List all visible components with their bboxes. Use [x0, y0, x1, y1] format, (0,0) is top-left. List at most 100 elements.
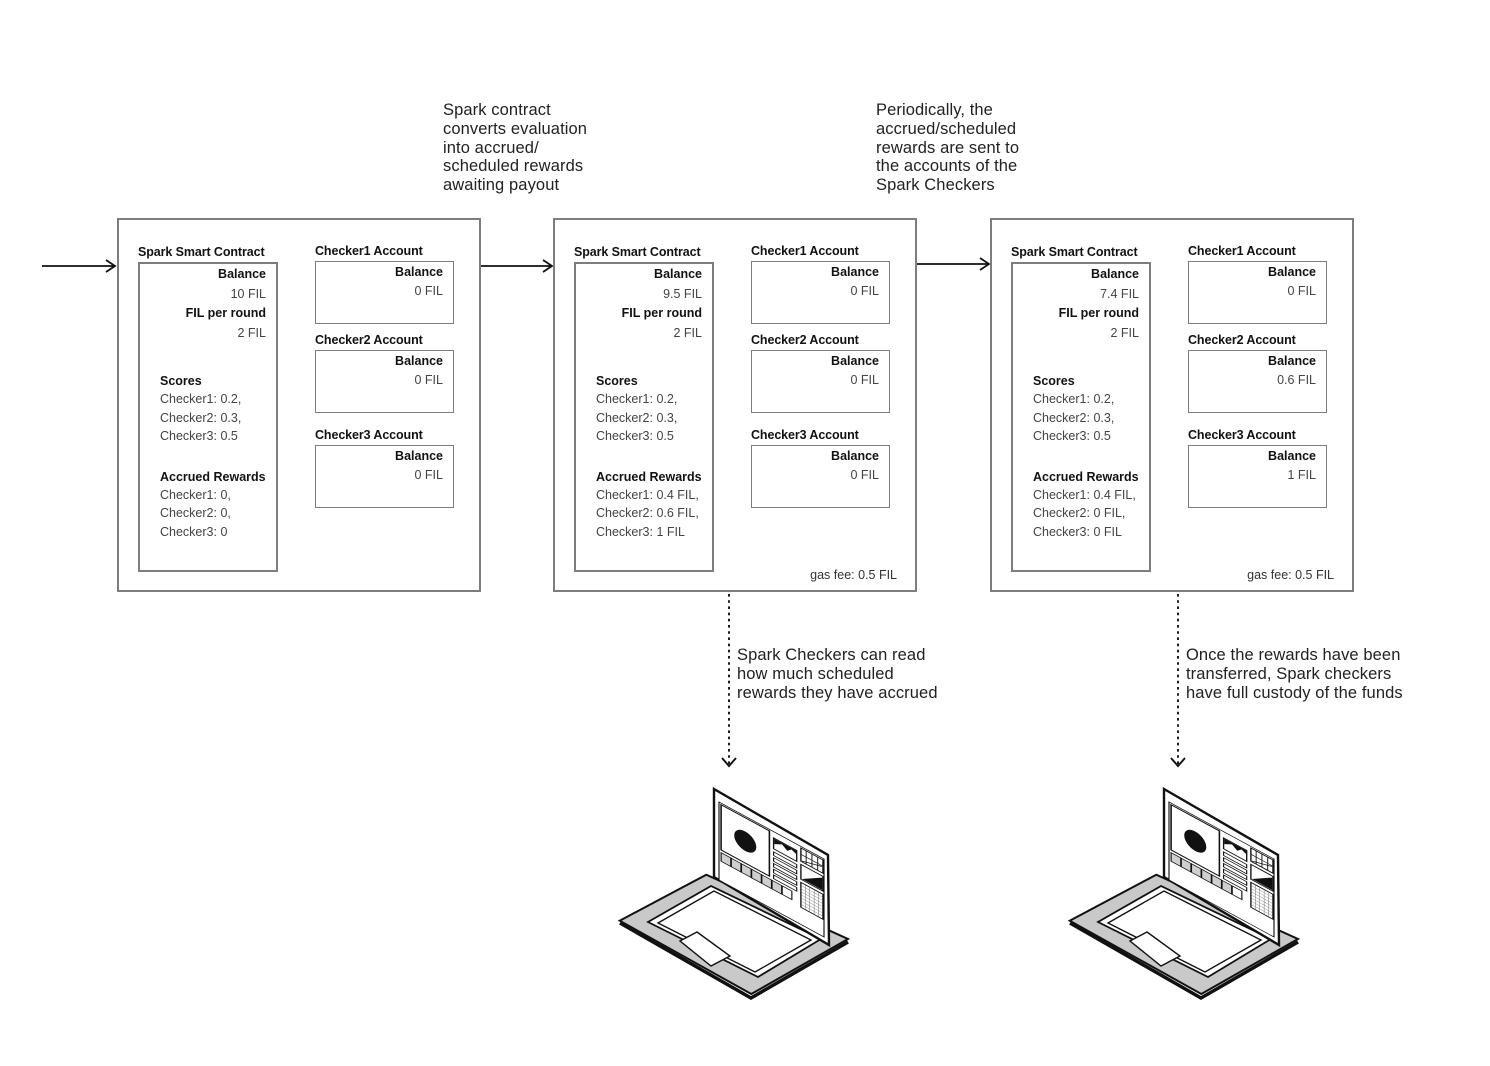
balance-label: Balance	[218, 267, 266, 281]
contract-balances: Balance 7.4 FIL FIL per round 2 FIL	[1059, 265, 1139, 343]
score-item: Checker1: 0.2,	[1033, 392, 1115, 407]
balance-value: 0.6 FIL	[1277, 372, 1316, 387]
round-panel-3: Spark Smart Contract Balance 7.4 FIL FIL…	[990, 218, 1354, 592]
arrow-right-icon	[42, 259, 117, 273]
balance-label: Balance	[395, 265, 443, 279]
contract-balances: Balance 10 FIL FIL per round 2 FIL	[186, 265, 266, 343]
balance-value: 0 FIL	[414, 283, 444, 298]
contract-box: Balance 9.5 FIL FIL per round 2 FIL Scor…	[574, 262, 714, 572]
balance-value: 0 FIL	[850, 372, 880, 387]
account-title-checker2: Checker2 Account	[1188, 333, 1296, 347]
per-round-label: FIL per round	[1058, 306, 1139, 320]
account-title-checker1: Checker1 Account	[1188, 244, 1296, 258]
account-title-checker2: Checker2 Account	[751, 333, 859, 347]
accrued-item: Checker3: 0 FIL	[1033, 524, 1122, 539]
account-box-checker1: Balance 0 FIL	[751, 261, 890, 324]
account-box-checker2: Balance 0 FIL	[315, 350, 454, 413]
account-balance: Balance 0 FIL	[395, 352, 443, 389]
accrued-item: Checker2: 0.6 FIL,	[596, 506, 699, 521]
accrued-rewards-group: Accrued Rewards Checker1: 0, Checker2: 0…	[160, 468, 270, 542]
contract-title: Spark Smart Contract	[138, 245, 265, 259]
balance-label: Balance	[395, 449, 443, 463]
contract-title: Spark Smart Contract	[574, 245, 701, 259]
account-balance: Balance 0 FIL	[831, 447, 879, 484]
per-round-value: 2 FIL	[1110, 325, 1140, 340]
account-box-checker2: Balance 0 FIL	[751, 350, 890, 413]
gas-fee-note: gas fee: 0.5 FIL	[810, 568, 897, 582]
scores-label: Scores	[160, 374, 202, 388]
accrued-rewards-group: Accrued Rewards Checker1: 0.4 FIL, Check…	[596, 468, 706, 542]
account-title-checker3: Checker3 Account	[751, 428, 859, 442]
account-balance: Balance 1 FIL	[1268, 447, 1316, 484]
account-box-checker3: Balance 1 FIL	[1188, 445, 1327, 508]
accrued-rewards-group: Accrued Rewards Checker1: 0.4 FIL, Check…	[1033, 468, 1143, 542]
contract-title: Spark Smart Contract	[1011, 245, 1138, 259]
account-balance: Balance 0 FIL	[831, 352, 879, 389]
balance-value: 10 FIL	[230, 286, 266, 301]
balance-label: Balance	[831, 354, 879, 368]
score-item: Checker2: 0.3,	[1033, 410, 1115, 425]
balance-value: 0 FIL	[850, 467, 880, 482]
balance-label: Balance	[1268, 265, 1316, 279]
score-item: Checker3: 0.5	[160, 429, 238, 444]
balance-value: 0 FIL	[414, 467, 444, 482]
accrued-item: Checker1: 0.4 FIL,	[596, 488, 699, 503]
account-box-checker1: Balance 0 FIL	[315, 261, 454, 324]
arrow-right-icon	[481, 259, 554, 273]
score-item: Checker3: 0.5	[596, 429, 674, 444]
account-box-checker3: Balance 0 FIL	[751, 445, 890, 508]
balance-value: 7.4 FIL	[1100, 286, 1139, 301]
accrued-item: Checker2: 0 FIL,	[1033, 506, 1126, 521]
accrued-item: Checker1: 0,	[160, 488, 231, 503]
laptop-icon	[1067, 787, 1300, 1000]
balance-value: 0 FIL	[414, 372, 444, 387]
caption-full-custody: Once the rewards have been transferred, …	[1186, 646, 1403, 702]
balance-label: Balance	[395, 354, 443, 368]
per-round-value: 2 FIL	[237, 325, 267, 340]
contract-details: Scores Checker1: 0.2, Checker2: 0.3, Che…	[596, 372, 706, 541]
account-balance: Balance 0.6 FIL	[1268, 352, 1316, 389]
account-balance: Balance 0 FIL	[1268, 263, 1316, 300]
per-round-label: FIL per round	[621, 306, 702, 320]
balance-value: 0 FIL	[850, 283, 880, 298]
account-title-checker3: Checker3 Account	[1188, 428, 1296, 442]
arrow-right-icon	[916, 257, 991, 271]
accrued-item: Checker3: 0	[160, 524, 228, 539]
balance-label: Balance	[831, 449, 879, 463]
contract-details: Scores Checker1: 0.2, Checker2: 0.3, Che…	[160, 372, 270, 541]
balance-value: 0 FIL	[1287, 283, 1317, 298]
score-item: Checker1: 0.2,	[160, 392, 242, 407]
caption-convert-rewards: Spark contract converts evaluation into …	[443, 101, 588, 195]
account-title-checker1: Checker1 Account	[315, 244, 423, 258]
balance-value: 9.5 FIL	[663, 286, 702, 301]
accrued-label: Accrued Rewards	[1033, 469, 1139, 484]
account-balance: Balance 0 FIL	[395, 263, 443, 300]
round-panel-2: Spark Smart Contract Balance 9.5 FIL FIL…	[553, 218, 917, 592]
arrow-down-dashed-icon	[721, 594, 737, 768]
account-box-checker3: Balance 0 FIL	[315, 445, 454, 508]
arrow-down-dashed-icon	[1170, 594, 1186, 768]
per-round-label: FIL per round	[185, 306, 266, 320]
laptop-icon	[617, 787, 850, 1000]
accrued-item: Checker3: 1 FIL	[596, 524, 685, 539]
score-item: Checker3: 0.5	[1033, 429, 1111, 444]
account-title-checker2: Checker2 Account	[315, 333, 423, 347]
account-title-checker3: Checker3 Account	[315, 428, 423, 442]
contract-details: Scores Checker1: 0.2, Checker2: 0.3, Che…	[1033, 372, 1143, 541]
round-panel-1: Spark Smart Contract Balance 10 FIL FIL …	[117, 218, 481, 592]
score-item: Checker2: 0.3,	[160, 410, 242, 425]
account-box-checker1: Balance 0 FIL	[1188, 261, 1327, 324]
gas-fee-note: gas fee: 0.5 FIL	[1247, 568, 1334, 582]
contract-box: Balance 10 FIL FIL per round 2 FIL Score…	[138, 262, 278, 572]
per-round-value: 2 FIL	[673, 325, 703, 340]
accrued-label: Accrued Rewards	[596, 469, 702, 484]
score-item: Checker2: 0.3,	[596, 410, 678, 425]
balance-label: Balance	[654, 267, 702, 281]
score-item: Checker1: 0.2,	[596, 392, 678, 407]
contract-box: Balance 7.4 FIL FIL per round 2 FIL Scor…	[1011, 262, 1151, 572]
balance-label: Balance	[1091, 267, 1139, 281]
account-box-checker2: Balance 0.6 FIL	[1188, 350, 1327, 413]
scores-label: Scores	[1033, 374, 1075, 388]
balance-label: Balance	[1268, 354, 1316, 368]
